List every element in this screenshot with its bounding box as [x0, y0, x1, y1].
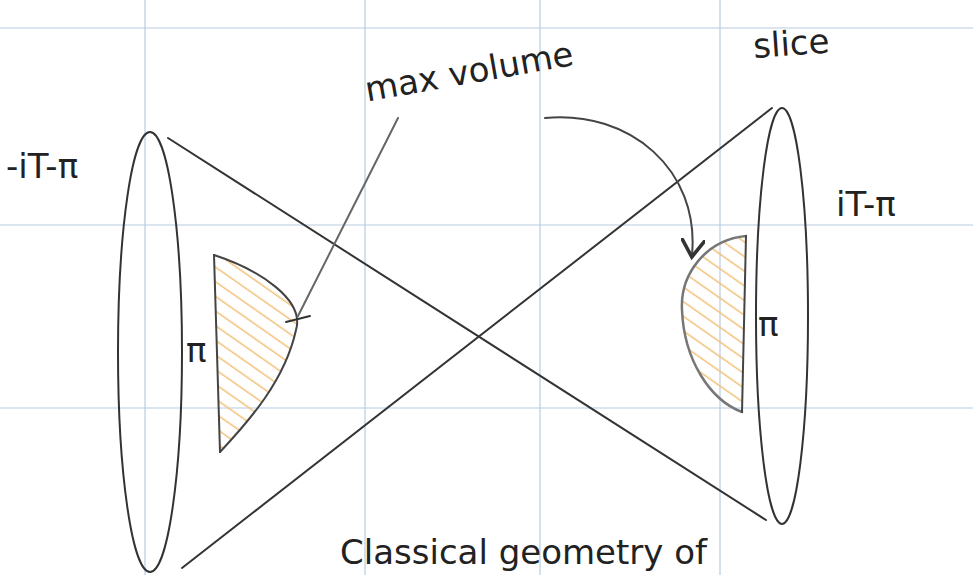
note-text: Classical geometry of — [340, 534, 707, 571]
leader-line — [298, 118, 398, 316]
boundary-label: π — [186, 332, 206, 369]
max-volume-slice — [214, 255, 297, 452]
max-volume-slice — [682, 236, 746, 412]
boundary-ellipse — [756, 108, 808, 524]
boundary-ellipse — [118, 132, 182, 572]
boundary-label: -iT-π — [6, 148, 78, 185]
light-cone-line — [168, 138, 766, 520]
shaded-region — [214, 255, 297, 452]
callout-text: max volume — [362, 35, 576, 108]
boundary-label: iT-π — [836, 186, 896, 223]
chord-line — [214, 255, 220, 452]
shaded-region — [682, 236, 746, 412]
tick-mark — [286, 316, 310, 322]
boundary-label: π — [758, 306, 778, 343]
light-cone-line — [182, 108, 772, 568]
chord-line — [742, 236, 746, 412]
note-text: slice — [752, 23, 831, 66]
leader-arrow — [545, 117, 693, 255]
